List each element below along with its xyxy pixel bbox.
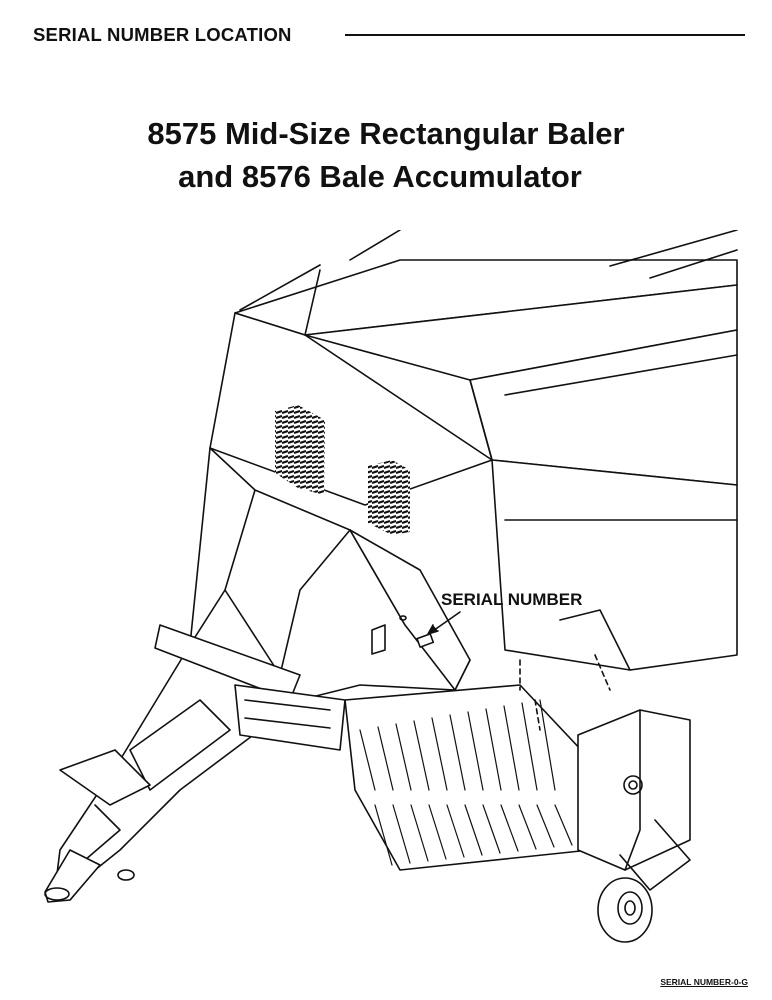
title-line-2: and 8576 Bale Accumulator	[178, 159, 582, 194]
vent-grille-right	[368, 460, 410, 535]
section-label: SERIAL NUMBER LOCATION	[33, 24, 292, 45]
title-line-1: 8575 Mid-Size Rectangular Baler	[147, 116, 625, 151]
hitch-ring	[44, 887, 70, 901]
serial-plate	[416, 633, 435, 648]
figure-code: SERIAL NUMBER-0-G	[660, 977, 748, 987]
pickup-reel	[344, 684, 601, 871]
header-rule	[345, 34, 745, 36]
page-title: 8575 Mid-Size Rectangular Baler and 8576…	[0, 112, 772, 198]
baler-illustration	[44, 230, 738, 943]
section-header: SERIAL NUMBER LOCATION	[33, 22, 745, 48]
front-panel	[349, 529, 471, 691]
serial-number-callout: SERIAL NUMBER	[441, 590, 583, 609]
vent-grille-left	[275, 405, 325, 495]
bale-chamber	[491, 459, 738, 671]
